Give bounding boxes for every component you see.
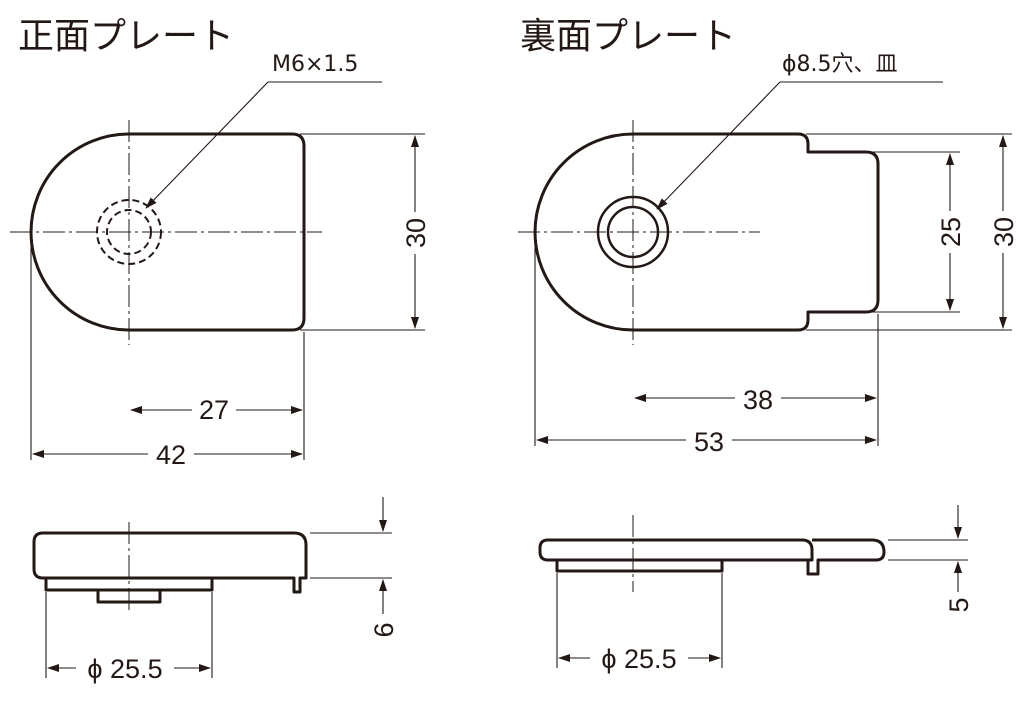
back-countersink-outer [596, 195, 670, 269]
back-plate-title: 裏面プレート [520, 16, 736, 57]
back-hole-to-edge-label: 38 [743, 385, 773, 415]
back-side-body [538, 538, 814, 562]
front-plate-outline [29, 132, 306, 332]
front-length-label: 42 [156, 440, 186, 470]
front-thread-inner-circle [106, 209, 152, 255]
front-side-body [32, 531, 308, 594]
back-callout-leader [656, 81, 781, 210]
back-hole-callout: ϕ8.5穴、皿 [782, 52, 898, 77]
back-diameter-label: ϕ 25.5 [601, 644, 676, 674]
front-height-label-bg [405, 212, 427, 254]
back-plate-outline [533, 132, 880, 332]
front-side-boss [44, 578, 214, 592]
front-hole-to-edge-label: 27 [199, 395, 229, 425]
front-diameter-label: ϕ 25.5 [87, 654, 162, 684]
back-step-height-label: 25 [936, 217, 966, 247]
back-hole-label-bg [735, 383, 781, 413]
front-thread-outer-circle [96, 199, 162, 265]
back-length-label-bg [686, 425, 732, 455]
front-length-label-bg [148, 438, 194, 468]
back-step-label-bg [940, 211, 962, 253]
back-hole-inner [606, 205, 660, 259]
front-hole-label-bg [192, 394, 236, 424]
front-callout-leader [145, 81, 269, 209]
back-length-label: 53 [694, 427, 724, 457]
back-side-tab [806, 538, 886, 576]
back-side-boss [555, 560, 724, 573]
front-height-label: 30 [401, 218, 431, 248]
front-thread-callout: M6×1.5 [272, 52, 358, 77]
back-height-label: 30 [989, 217, 1019, 247]
front-diameter-label-bg [76, 652, 174, 682]
front-plate-title: 正面プレート [18, 16, 234, 57]
back-thickness-label: 5 [944, 597, 974, 612]
front-side-nub [96, 590, 162, 604]
back-height-label-bg [993, 211, 1015, 253]
front-thickness-label: 6 [369, 622, 399, 637]
back-diameter-label-bg [590, 642, 688, 672]
